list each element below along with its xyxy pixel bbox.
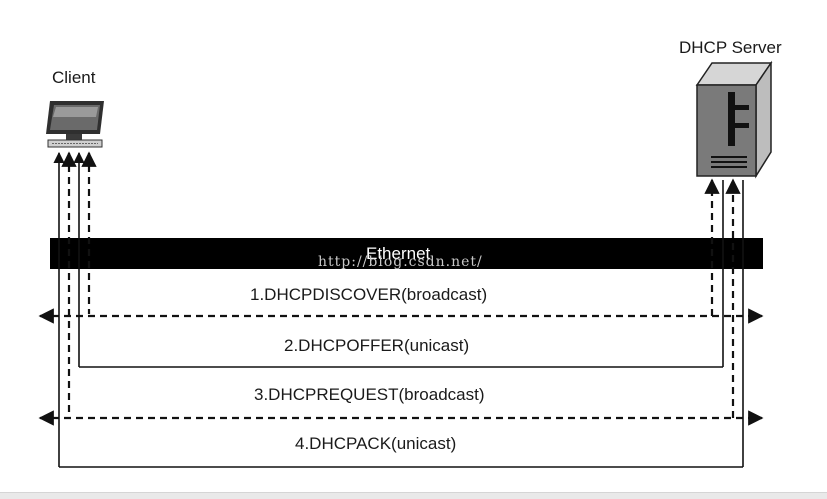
- server-label: DHCP Server: [679, 38, 782, 57]
- client-label: Client: [52, 68, 96, 87]
- ethernet-label: Ethernet: [366, 244, 431, 263]
- message-offer: 2.DHCPOFFER(unicast): [73, 151, 724, 368]
- desktop-computer-icon: [46, 101, 104, 148]
- ack-label: 4.DHCPACK(unicast): [295, 434, 456, 453]
- message-request: 3.DHCPREQUEST(broadcast): [38, 151, 764, 426]
- message-discover: 1.DHCPDISCOVER(broadcast): [38, 151, 764, 324]
- watermark-text: http://blog.csdn.net/: [318, 254, 483, 270]
- request-label: 3.DHCPREQUEST(broadcast): [254, 385, 485, 404]
- bottom-divider: [0, 492, 827, 499]
- server-tower-icon: [695, 60, 773, 179]
- discover-label: 1.DHCPDISCOVER(broadcast): [250, 285, 487, 304]
- offer-label: 2.DHCPOFFER(unicast): [284, 336, 469, 355]
- ethernet-bus: [50, 238, 763, 269]
- message-ack: 4.DHCPACK(unicast): [53, 151, 744, 468]
